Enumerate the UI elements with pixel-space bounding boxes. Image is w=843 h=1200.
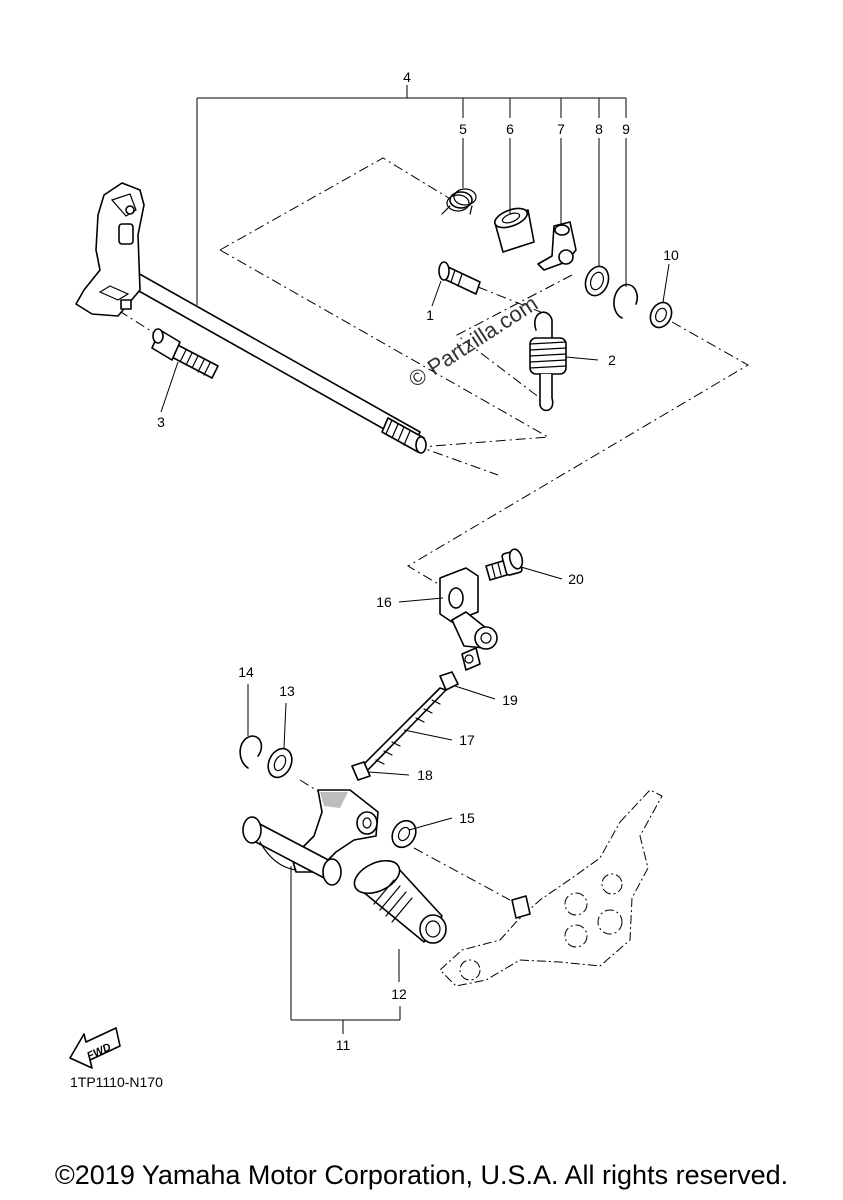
callouts: 4 5 6 7 8 9 10 1 2 3 20 16 14 13 19 17 1… xyxy=(157,69,679,1053)
callout-13: 13 xyxy=(279,683,295,699)
callout-12: 12 xyxy=(391,986,407,1002)
diagram-code: 1TP1110-N170 xyxy=(70,1074,163,1090)
washer-8 xyxy=(584,265,610,297)
stopper-lever-7 xyxy=(537,221,577,271)
callout-4: 4 xyxy=(403,69,411,85)
fwd-arrow-icon: FWD xyxy=(69,1027,121,1069)
callout-10: 10 xyxy=(663,247,679,263)
callout-5: 5 xyxy=(459,121,467,137)
copyright-notice: ©2019 Yamaha Motor Corporation, U.S.A. A… xyxy=(54,1160,789,1190)
washer-13 xyxy=(267,747,293,779)
washer-10 xyxy=(649,301,673,329)
callout-19: 19 xyxy=(502,692,518,708)
callout-9: 9 xyxy=(622,121,630,137)
callout-3: 3 xyxy=(157,414,165,430)
nut-18 xyxy=(351,761,371,781)
callout-2: 2 xyxy=(608,352,616,368)
callout-7: 7 xyxy=(557,121,565,137)
callout-14: 14 xyxy=(238,664,254,680)
callout-18: 18 xyxy=(417,767,433,783)
callout-17: 17 xyxy=(459,732,475,748)
bolt-20 xyxy=(485,548,524,581)
assembly-guides-upper xyxy=(101,157,749,586)
callout-20: 20 xyxy=(568,571,584,587)
watermark: © Partzilla.com xyxy=(404,290,542,392)
group-bracket-11 xyxy=(290,866,401,1034)
callout-11: 11 xyxy=(336,1037,351,1053)
leader-lines xyxy=(160,138,670,982)
coil-spring-2 xyxy=(529,311,567,412)
circlip-14 xyxy=(239,735,263,769)
callout-16: 16 xyxy=(376,594,392,610)
collar-6 xyxy=(493,207,535,253)
frame-bracket-ghost xyxy=(439,789,663,987)
assembly-guides-lower xyxy=(299,779,511,901)
washer-15 xyxy=(391,819,417,849)
nut-19 xyxy=(439,671,459,691)
shift-rod-17 xyxy=(355,687,447,777)
group-bracket-4 xyxy=(196,85,627,305)
torsion-spring-5 xyxy=(441,188,477,215)
callout-15: 15 xyxy=(459,810,475,826)
pedal-rubber-12 xyxy=(353,859,447,944)
stud-bolt-3 xyxy=(151,328,219,379)
shift-shaft xyxy=(111,261,427,454)
shift-shaft-arm xyxy=(75,182,145,317)
callout-8: 8 xyxy=(595,121,603,137)
callout-1: 1 xyxy=(426,307,434,323)
pin-1 xyxy=(438,261,481,295)
rod-end-joint xyxy=(461,647,481,671)
shift-arm-16 xyxy=(439,567,498,650)
callout-6: 6 xyxy=(506,121,514,137)
shift-pedal-11 xyxy=(242,789,379,886)
circlip-9 xyxy=(613,283,639,319)
